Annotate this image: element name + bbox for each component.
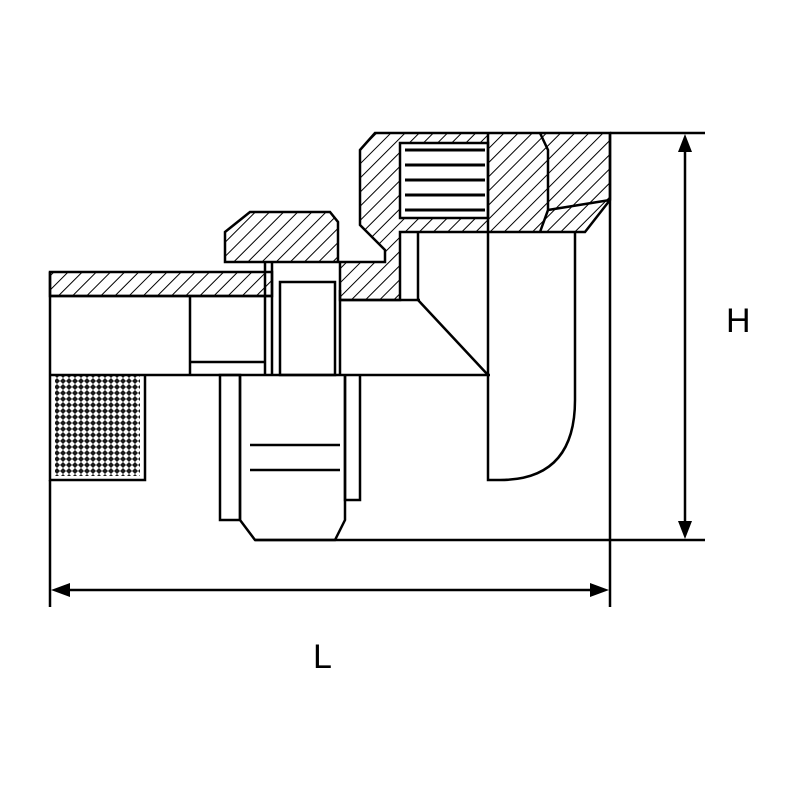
union-nut bbox=[218, 210, 362, 542]
dimension-lines bbox=[48, 131, 705, 607]
height-label: H bbox=[726, 302, 751, 340]
arrowhead-left bbox=[51, 583, 70, 597]
arrowhead-down bbox=[678, 521, 692, 539]
elbow-body bbox=[338, 131, 612, 540]
length-label: L bbox=[313, 638, 332, 676]
arrowhead-up bbox=[678, 134, 692, 152]
arrowhead-right bbox=[590, 583, 609, 597]
